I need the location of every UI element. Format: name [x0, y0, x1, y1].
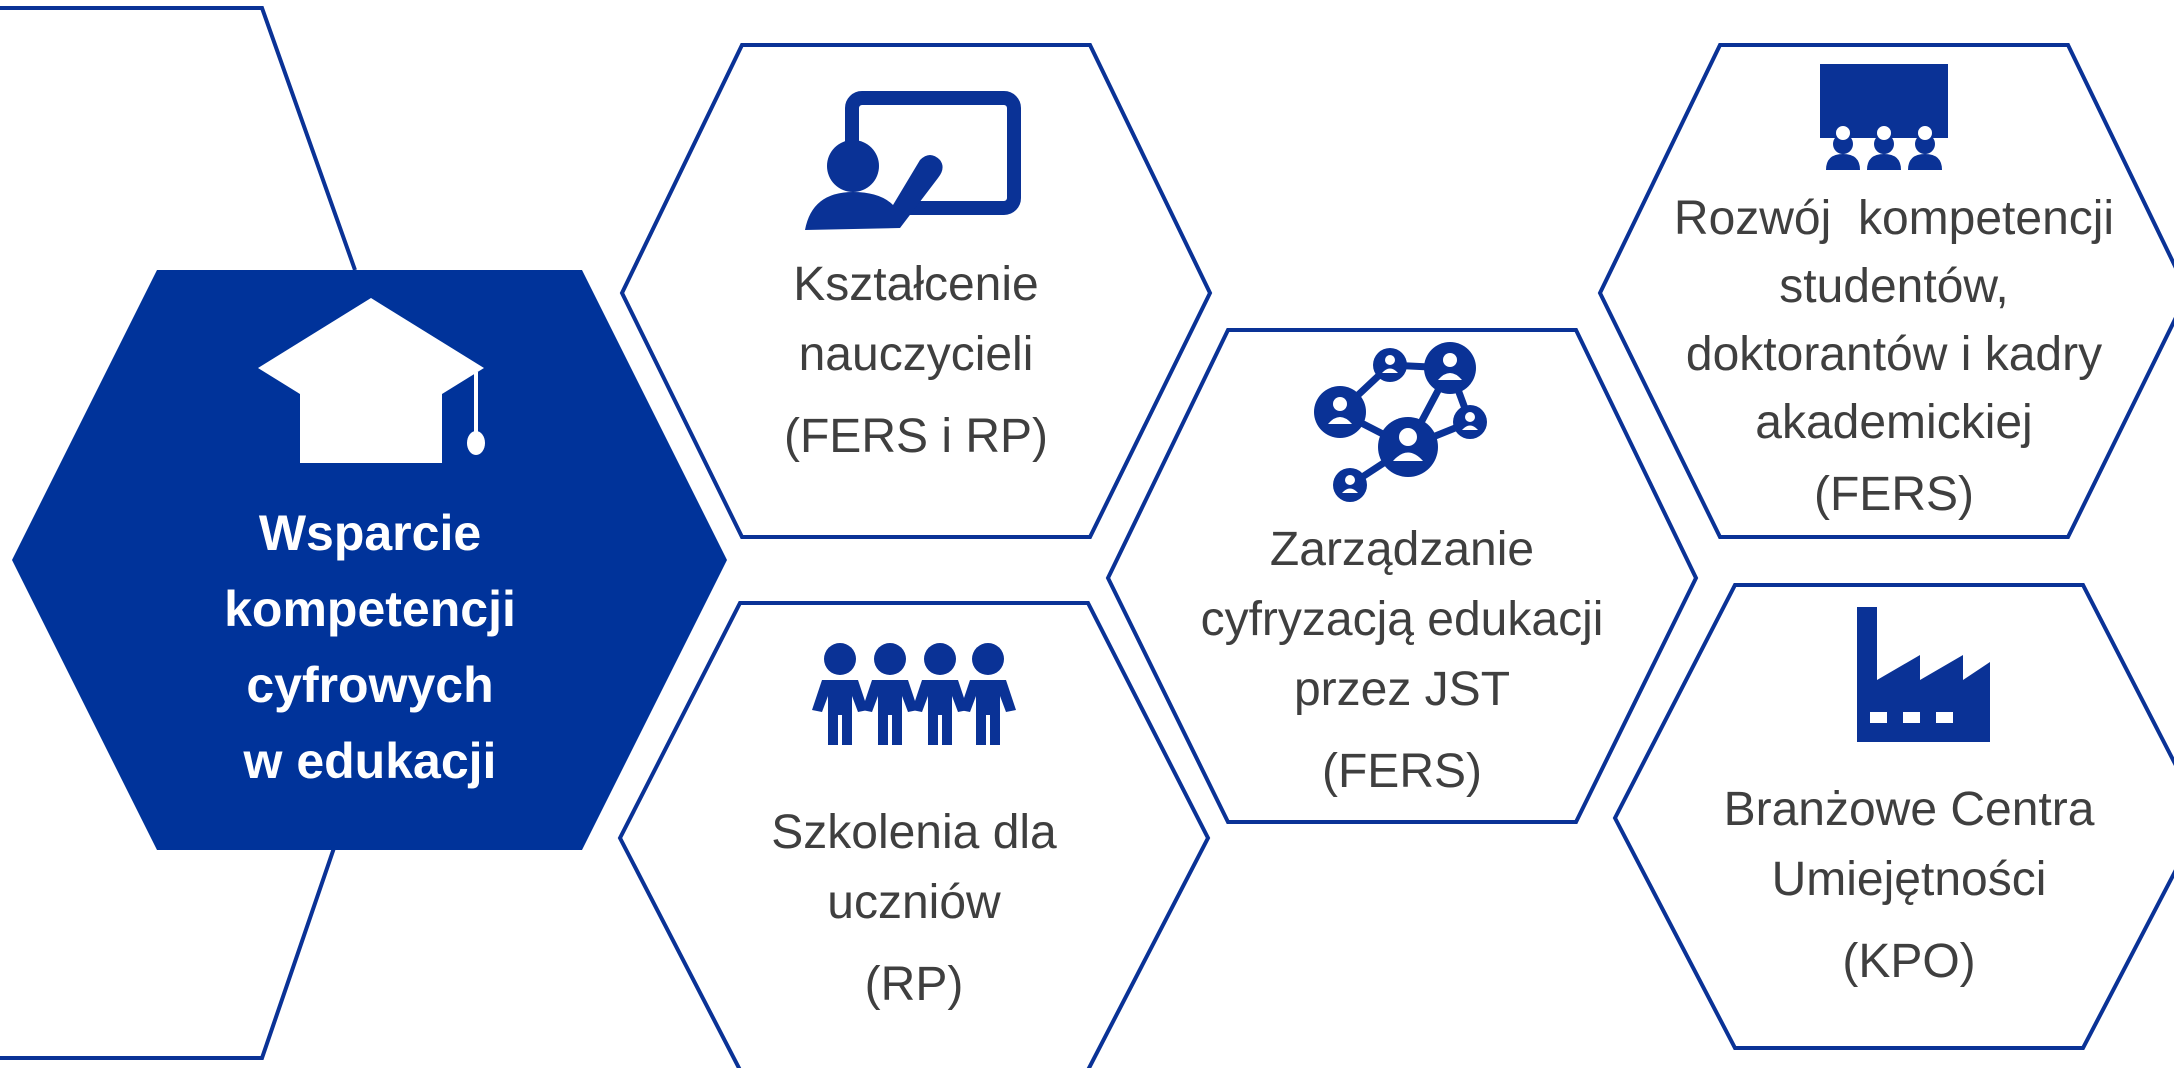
audience-screen-icon — [1820, 64, 1948, 170]
center-title-line: Wsparcie — [258, 505, 482, 561]
hexagon-skills-centers — [1612, 583, 2174, 1050]
students-training-funding-tag: (RP) — [864, 958, 964, 1011]
jst-label: Zarządzanie cyfryzacją edukacji przez JS… — [1177, 515, 1627, 807]
skills-centers-label: Branżowe Centra Umiejętności (KPO) — [1709, 775, 2109, 997]
background-hexagon-outline-lower — [0, 844, 337, 1060]
people-network-icon — [1314, 342, 1487, 502]
hexagon-academic — [1597, 43, 2174, 539]
teachers-funding-tag: (FERS i RP) — [784, 410, 1048, 463]
center-title-line: w edukacji — [243, 733, 497, 789]
hexagon-teachers — [619, 43, 1213, 539]
academic-label-line: studentów, — [1779, 260, 2009, 313]
academic-funding-tag: (FERS) — [1814, 468, 1974, 521]
teacher-board-icon — [805, 91, 1021, 230]
teachers-label: Kształcenie nauczycieli (FERS i RP) — [716, 250, 1116, 472]
skills-centers-funding-tag: (KPO) — [1842, 935, 1976, 988]
skills-centers-label-line: Umiejętności — [1771, 853, 2047, 906]
teachers-label-line: nauczycieli — [798, 328, 1034, 381]
background-hexagon-outline — [0, 6, 357, 271]
center-title-line: kompetencji — [224, 581, 516, 637]
center-title-line: cyfrowych — [246, 657, 494, 713]
jst-funding-tag: (FERS) — [1322, 745, 1482, 798]
skills-centers-label-line: Branżowe Centra — [1723, 783, 2095, 836]
teachers-label-line: Kształcenie — [793, 258, 1039, 311]
academic-label: Rozwój kompetencji studentów, doktorantó… — [1640, 185, 2148, 529]
students-training-label-line: Szkolenia dla — [771, 806, 1057, 859]
center-hexagon — [12, 270, 727, 850]
students-training-label: Szkolenia dla uczniów (RP) — [714, 798, 1114, 1020]
academic-label-line: doktorantów i kadry — [1685, 328, 2103, 381]
academic-label-line: Rozwój kompetencji — [1673, 192, 2115, 245]
academic-label-line: akademickiej — [1755, 396, 2033, 449]
jst-label-line: Zarządzanie — [1269, 523, 1535, 576]
children-group-icon — [812, 643, 1016, 745]
jst-label-line: przez JST — [1293, 663, 1511, 716]
jst-label-line: cyfryzacją edukacji — [1200, 593, 1604, 646]
center-title: Wsparcie kompetencji cyfrowych w edukacj… — [170, 495, 570, 799]
factory-icon — [1857, 607, 1990, 742]
students-training-label-line: uczniów — [827, 876, 1001, 929]
graduation-cap-icon — [258, 298, 485, 463]
hexagon-jst — [1105, 328, 1699, 824]
hexagon-students-training — [617, 601, 1211, 1068]
